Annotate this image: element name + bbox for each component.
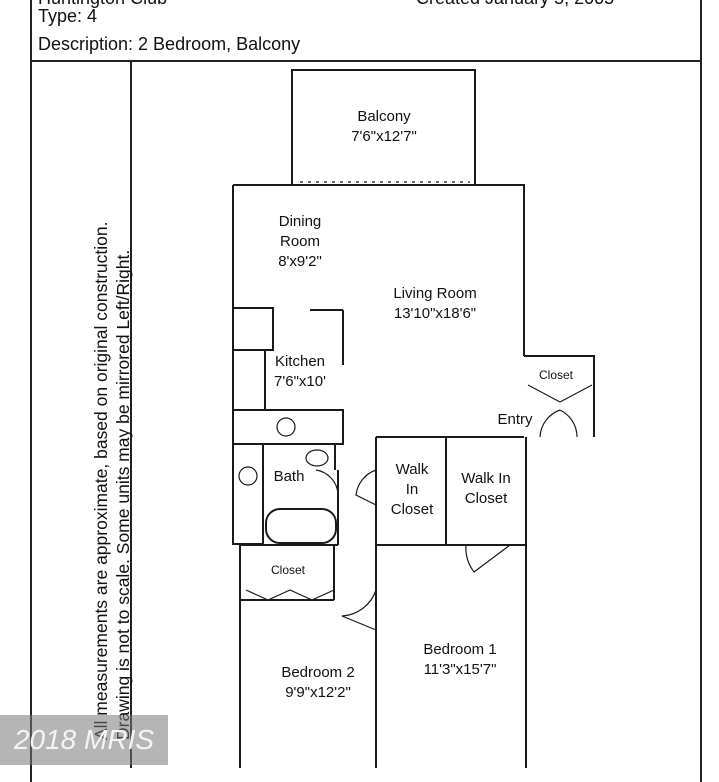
walkin1-line-3: Closet	[390, 501, 434, 518]
walkin-closet-2-label: Walk In Closet	[448, 469, 524, 509]
bathtub	[265, 508, 337, 544]
kitchen-sink	[276, 417, 296, 437]
mris-watermark: 2018 MRIS	[0, 715, 168, 765]
entry-label: Entry	[497, 411, 533, 428]
entry-closet-walls	[524, 355, 595, 437]
bedroom2-door-swing	[341, 589, 377, 631]
walkin2-door-swing	[465, 544, 511, 573]
kitchen-cabinet	[232, 307, 274, 351]
bedroom2-closet-label: Closet	[270, 563, 305, 577]
bedroom1-dims: 11'3"x15'7"	[423, 661, 497, 678]
created-date-cut: Created January 5, 2005	[416, 0, 614, 9]
walkin2-line-2: Closet	[464, 490, 508, 507]
living-name: Living Room	[393, 285, 477, 302]
dining-name-2: Room	[279, 233, 320, 250]
toilet	[305, 449, 329, 467]
bedroom1-name: Bedroom 1	[423, 641, 497, 658]
entry-closet-doors	[527, 384, 593, 403]
walkin2-line-1: Walk In	[461, 470, 511, 487]
kitchen-name: Kitchen	[274, 353, 326, 370]
bath-vanity	[232, 443, 264, 545]
living-dims: 13'10"x18'6"	[393, 305, 477, 322]
bedroom2-dims: 9'9"x12'2"	[285, 684, 351, 701]
bedroom2-name: Bedroom 2	[281, 664, 355, 681]
dining-label: Dining Room 8'x9'2"	[250, 212, 350, 272]
bedroom1-label: Bedroom 1 11'3"x15'7"	[405, 640, 515, 680]
plan-frame	[30, 62, 702, 782]
unit-description: Description: 2 Bedroom, Balcony	[38, 34, 301, 54]
bath-sink	[238, 466, 258, 486]
balcony-name: Balcony	[357, 108, 411, 125]
kitchen-dims: 7'6"x10'	[274, 373, 326, 390]
bedroom2-closet-doors	[245, 589, 335, 601]
bedroom2-label: Bedroom 2 9'9"x12'2"	[263, 663, 373, 703]
dining-name-1: Dining	[278, 213, 322, 230]
unit-type: Type: 4	[38, 6, 98, 26]
plan-header: Huntington Club Created January 5, 2005 …	[30, 0, 702, 62]
entry-door-swing	[539, 409, 561, 438]
side-divider	[130, 62, 132, 768]
bath-door-swing	[315, 469, 339, 495]
living-label: Living Room 13'10"x18'6"	[375, 284, 495, 324]
balcony-label: Balcony 7'6"x12'7"	[334, 107, 434, 147]
bath-label: Bath	[273, 468, 305, 485]
balcony-dims: 7'6"x12'7"	[351, 128, 417, 145]
entry-closet-label: Closet	[538, 368, 573, 382]
walkin1-door-swing	[355, 469, 377, 506]
outer-wall-top	[233, 184, 525, 356]
kitchen-counter	[232, 409, 344, 445]
walkin1-line-2: In	[405, 481, 419, 498]
walkin1-line-1: Walk	[395, 461, 429, 478]
community-name-cut: Huntington Club	[38, 0, 167, 9]
kitchen-label: Kitchen 7'6"x10'	[262, 352, 338, 392]
dining-dims: 8'x9'2"	[278, 253, 322, 270]
walkin-closet-1-label: Walk In Closet	[380, 460, 444, 520]
